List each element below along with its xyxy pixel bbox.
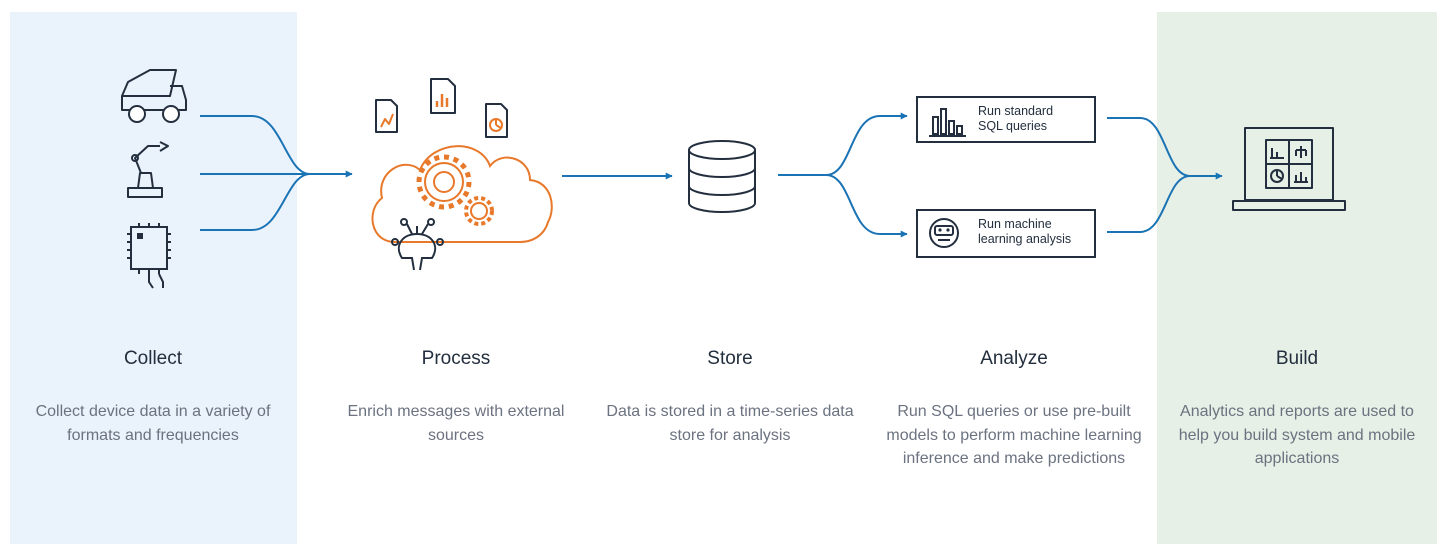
stage-description-analyze: Run SQL queries or use pre-built models …: [886, 403, 1142, 467]
stage-description-collect: Collect device data in a variety of form…: [35, 403, 271, 444]
dump-truck-icon: [121, 69, 187, 123]
stage-title-analyze: Analyze: [980, 348, 1048, 369]
circuit-brain-icon: [391, 218, 444, 271]
bar-chart-document-icon: [430, 78, 456, 114]
pie-chart-document-icon: [485, 103, 508, 138]
collect-merge-arrows: [200, 115, 353, 231]
stage-title-collect: Collect: [123, 348, 183, 369]
stage-description-build: Analytics and reports are used to help y…: [1178, 403, 1416, 467]
stage-title-build: Build: [1275, 348, 1319, 369]
analyze-merge-arrows: [1107, 117, 1223, 233]
collect-background: [10, 12, 297, 544]
sql-option-label: Run standard SQL queries: [978, 104, 1054, 133]
cloud-gears-icon: [371, 145, 553, 243]
laptop-dashboard-icon: [1232, 127, 1346, 211]
stage-description-process: Enrich messages with external sources: [347, 403, 565, 444]
stage-description-store: Data is stored in a time-series data sto…: [606, 403, 854, 444]
stage-title-store: Store: [707, 348, 753, 369]
ml-option-box: [916, 209, 1096, 258]
robotic-arm-icon: [127, 141, 169, 198]
ml-option-label: Run machine learning analysis: [978, 217, 1072, 246]
microchip-icon: [127, 223, 171, 289]
database-icon: [688, 140, 756, 213]
robot-face-icon: [929, 218, 959, 248]
build-background: [1157, 12, 1437, 544]
line-chart-document-icon: [375, 99, 398, 133]
bar-chart-icon: [929, 108, 966, 137]
stage-title-process: Process: [421, 348, 491, 369]
store-split-arrows: [778, 112, 908, 238]
